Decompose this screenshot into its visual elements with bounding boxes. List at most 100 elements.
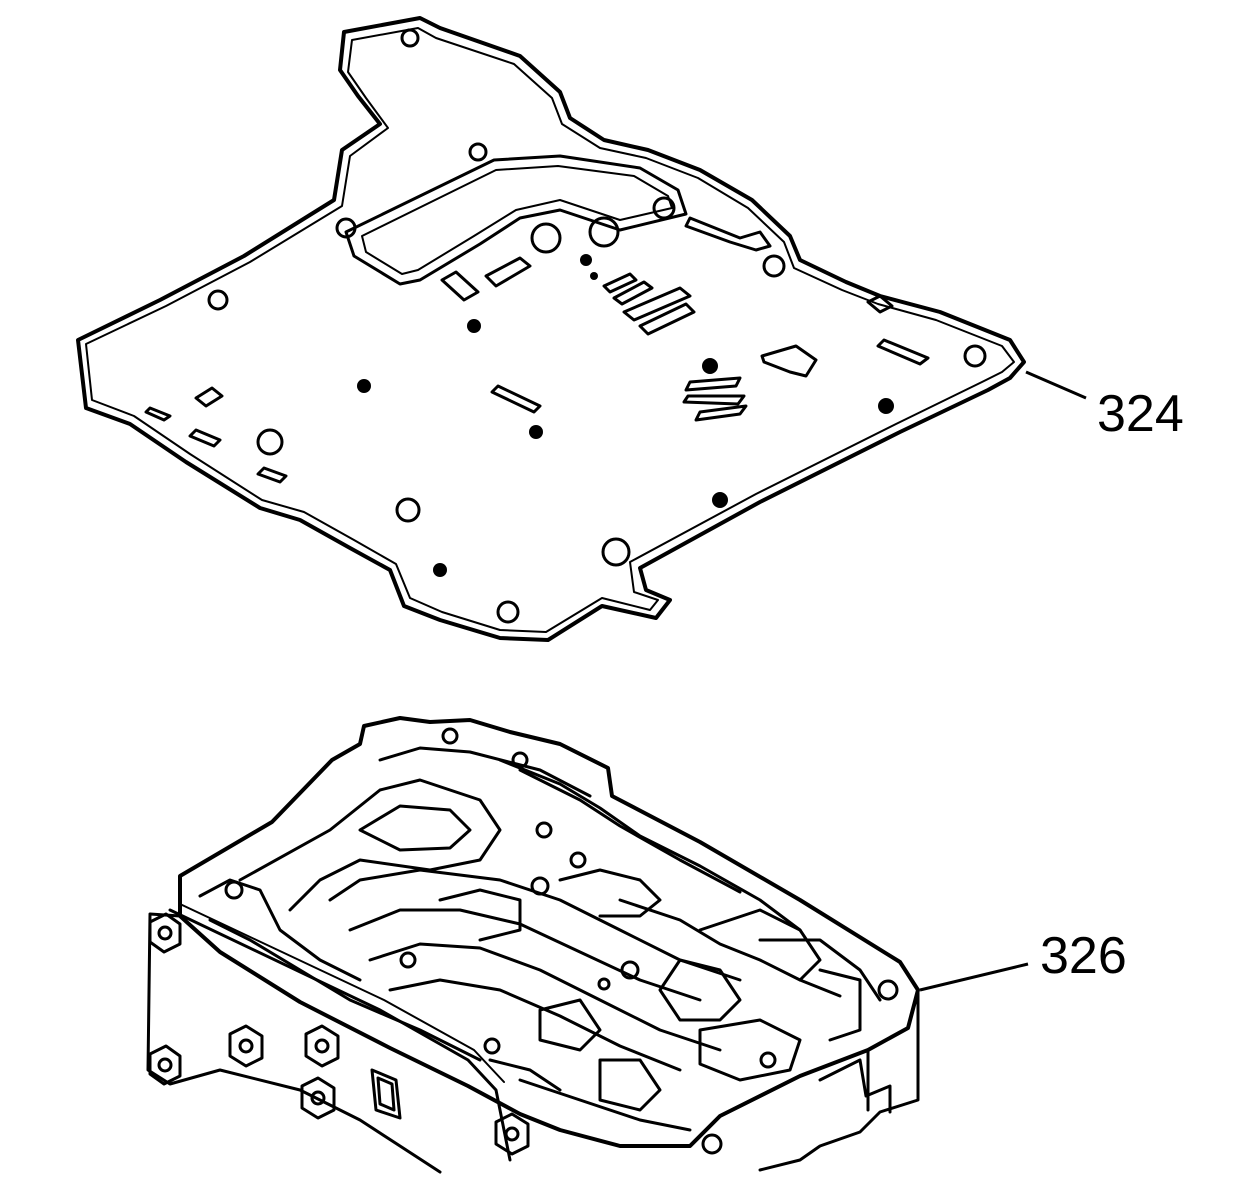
valve-hole bbox=[569, 851, 587, 869]
slot bbox=[612, 280, 654, 306]
slot bbox=[760, 344, 818, 378]
valve-hole bbox=[759, 1051, 777, 1069]
callout-leader-326 bbox=[919, 962, 1029, 992]
bolt-hole bbox=[762, 254, 786, 278]
channel bbox=[558, 868, 662, 918]
channel bbox=[198, 878, 362, 982]
bolt-hole bbox=[963, 344, 987, 368]
slot bbox=[440, 270, 480, 302]
bolt-hole bbox=[395, 497, 421, 523]
orifice bbox=[590, 272, 598, 280]
channel bbox=[438, 888, 522, 942]
valve-hole bbox=[701, 1133, 723, 1155]
plate-outline-outer bbox=[76, 16, 1026, 642]
bolt-hole bbox=[601, 537, 631, 567]
channel bbox=[488, 1058, 562, 1092]
slot bbox=[682, 394, 746, 406]
hex-nut bbox=[148, 912, 182, 954]
channel bbox=[238, 778, 502, 912]
valve-hole bbox=[597, 977, 611, 991]
orifice bbox=[702, 358, 718, 374]
channel bbox=[358, 804, 472, 852]
orifice bbox=[357, 379, 371, 393]
square-port bbox=[370, 1068, 402, 1120]
channel bbox=[698, 908, 822, 982]
plate-center-ridge-inner bbox=[361, 165, 673, 275]
valve-hole bbox=[483, 1037, 501, 1055]
plate-outline-inner bbox=[85, 27, 1015, 633]
bolt-hole bbox=[256, 428, 284, 456]
channel bbox=[498, 758, 802, 932]
valve-hole bbox=[511, 751, 529, 769]
channel bbox=[208, 918, 482, 1062]
orifice bbox=[467, 319, 481, 333]
slot bbox=[490, 384, 542, 414]
bolt-hole bbox=[400, 28, 420, 48]
orifice bbox=[580, 254, 592, 266]
slot bbox=[866, 294, 894, 314]
channel bbox=[618, 898, 842, 998]
hex-nut-hole bbox=[157, 1057, 173, 1073]
slot bbox=[188, 428, 222, 448]
hex-nut bbox=[304, 1024, 340, 1068]
plate-center-ridge bbox=[344, 154, 688, 286]
channel bbox=[658, 958, 742, 1022]
valve-body-top-outline bbox=[178, 716, 920, 1148]
hex-nut bbox=[300, 1076, 336, 1120]
bolt-hole bbox=[530, 222, 562, 254]
channel bbox=[518, 1078, 692, 1132]
slot bbox=[484, 256, 532, 288]
bolt-hole bbox=[335, 217, 357, 239]
bolt-hole bbox=[468, 142, 488, 162]
separator-plate-gasket bbox=[76, 16, 1026, 642]
bolt-hole bbox=[652, 196, 676, 220]
orifice bbox=[433, 563, 447, 577]
valve-body-front-edge-2 bbox=[179, 903, 505, 1083]
hex-nut bbox=[494, 1112, 530, 1156]
hex-nut bbox=[228, 1024, 264, 1068]
channel bbox=[518, 768, 742, 894]
orifice bbox=[529, 425, 543, 439]
channel bbox=[698, 1018, 802, 1082]
bolt-hole bbox=[207, 289, 229, 311]
valve-hole bbox=[877, 979, 899, 1001]
valve-hole bbox=[441, 727, 459, 745]
slot bbox=[684, 216, 772, 252]
valve-hole bbox=[620, 960, 640, 980]
valve-hole bbox=[399, 951, 417, 969]
valve-hole bbox=[530, 876, 550, 896]
slot bbox=[694, 404, 748, 422]
callout-label-326: 326 bbox=[1040, 927, 1127, 985]
hex-nut bbox=[148, 1044, 182, 1086]
slot bbox=[638, 302, 696, 336]
hex-nut-hole bbox=[504, 1126, 520, 1142]
valve-hole bbox=[535, 821, 553, 839]
slot bbox=[144, 406, 172, 422]
orifice bbox=[878, 398, 894, 414]
callout-label-324: 324 bbox=[1097, 385, 1184, 443]
slot bbox=[602, 272, 638, 294]
hex-nut-hole bbox=[314, 1038, 330, 1054]
channel bbox=[328, 868, 742, 982]
channel bbox=[818, 968, 862, 1042]
hex-nut-hole bbox=[238, 1038, 254, 1054]
square-port-inner bbox=[376, 1076, 396, 1112]
channel bbox=[388, 978, 682, 1072]
orifice bbox=[712, 492, 728, 508]
valve-body-lower-edge bbox=[758, 988, 920, 1172]
valve-body-step bbox=[818, 1058, 892, 1114]
slot bbox=[876, 338, 930, 366]
channel bbox=[368, 942, 722, 1052]
slot bbox=[622, 286, 692, 322]
channel bbox=[378, 746, 592, 798]
hex-nut-hole bbox=[157, 925, 173, 941]
slot bbox=[194, 386, 224, 408]
hex-nut-hole bbox=[310, 1090, 326, 1106]
valve-body bbox=[146, 716, 920, 1174]
channel bbox=[758, 938, 882, 1002]
slot bbox=[684, 376, 742, 392]
slot bbox=[256, 466, 288, 484]
bolt-hole bbox=[496, 600, 520, 624]
channel bbox=[598, 1058, 662, 1112]
valve-hole bbox=[224, 880, 244, 900]
